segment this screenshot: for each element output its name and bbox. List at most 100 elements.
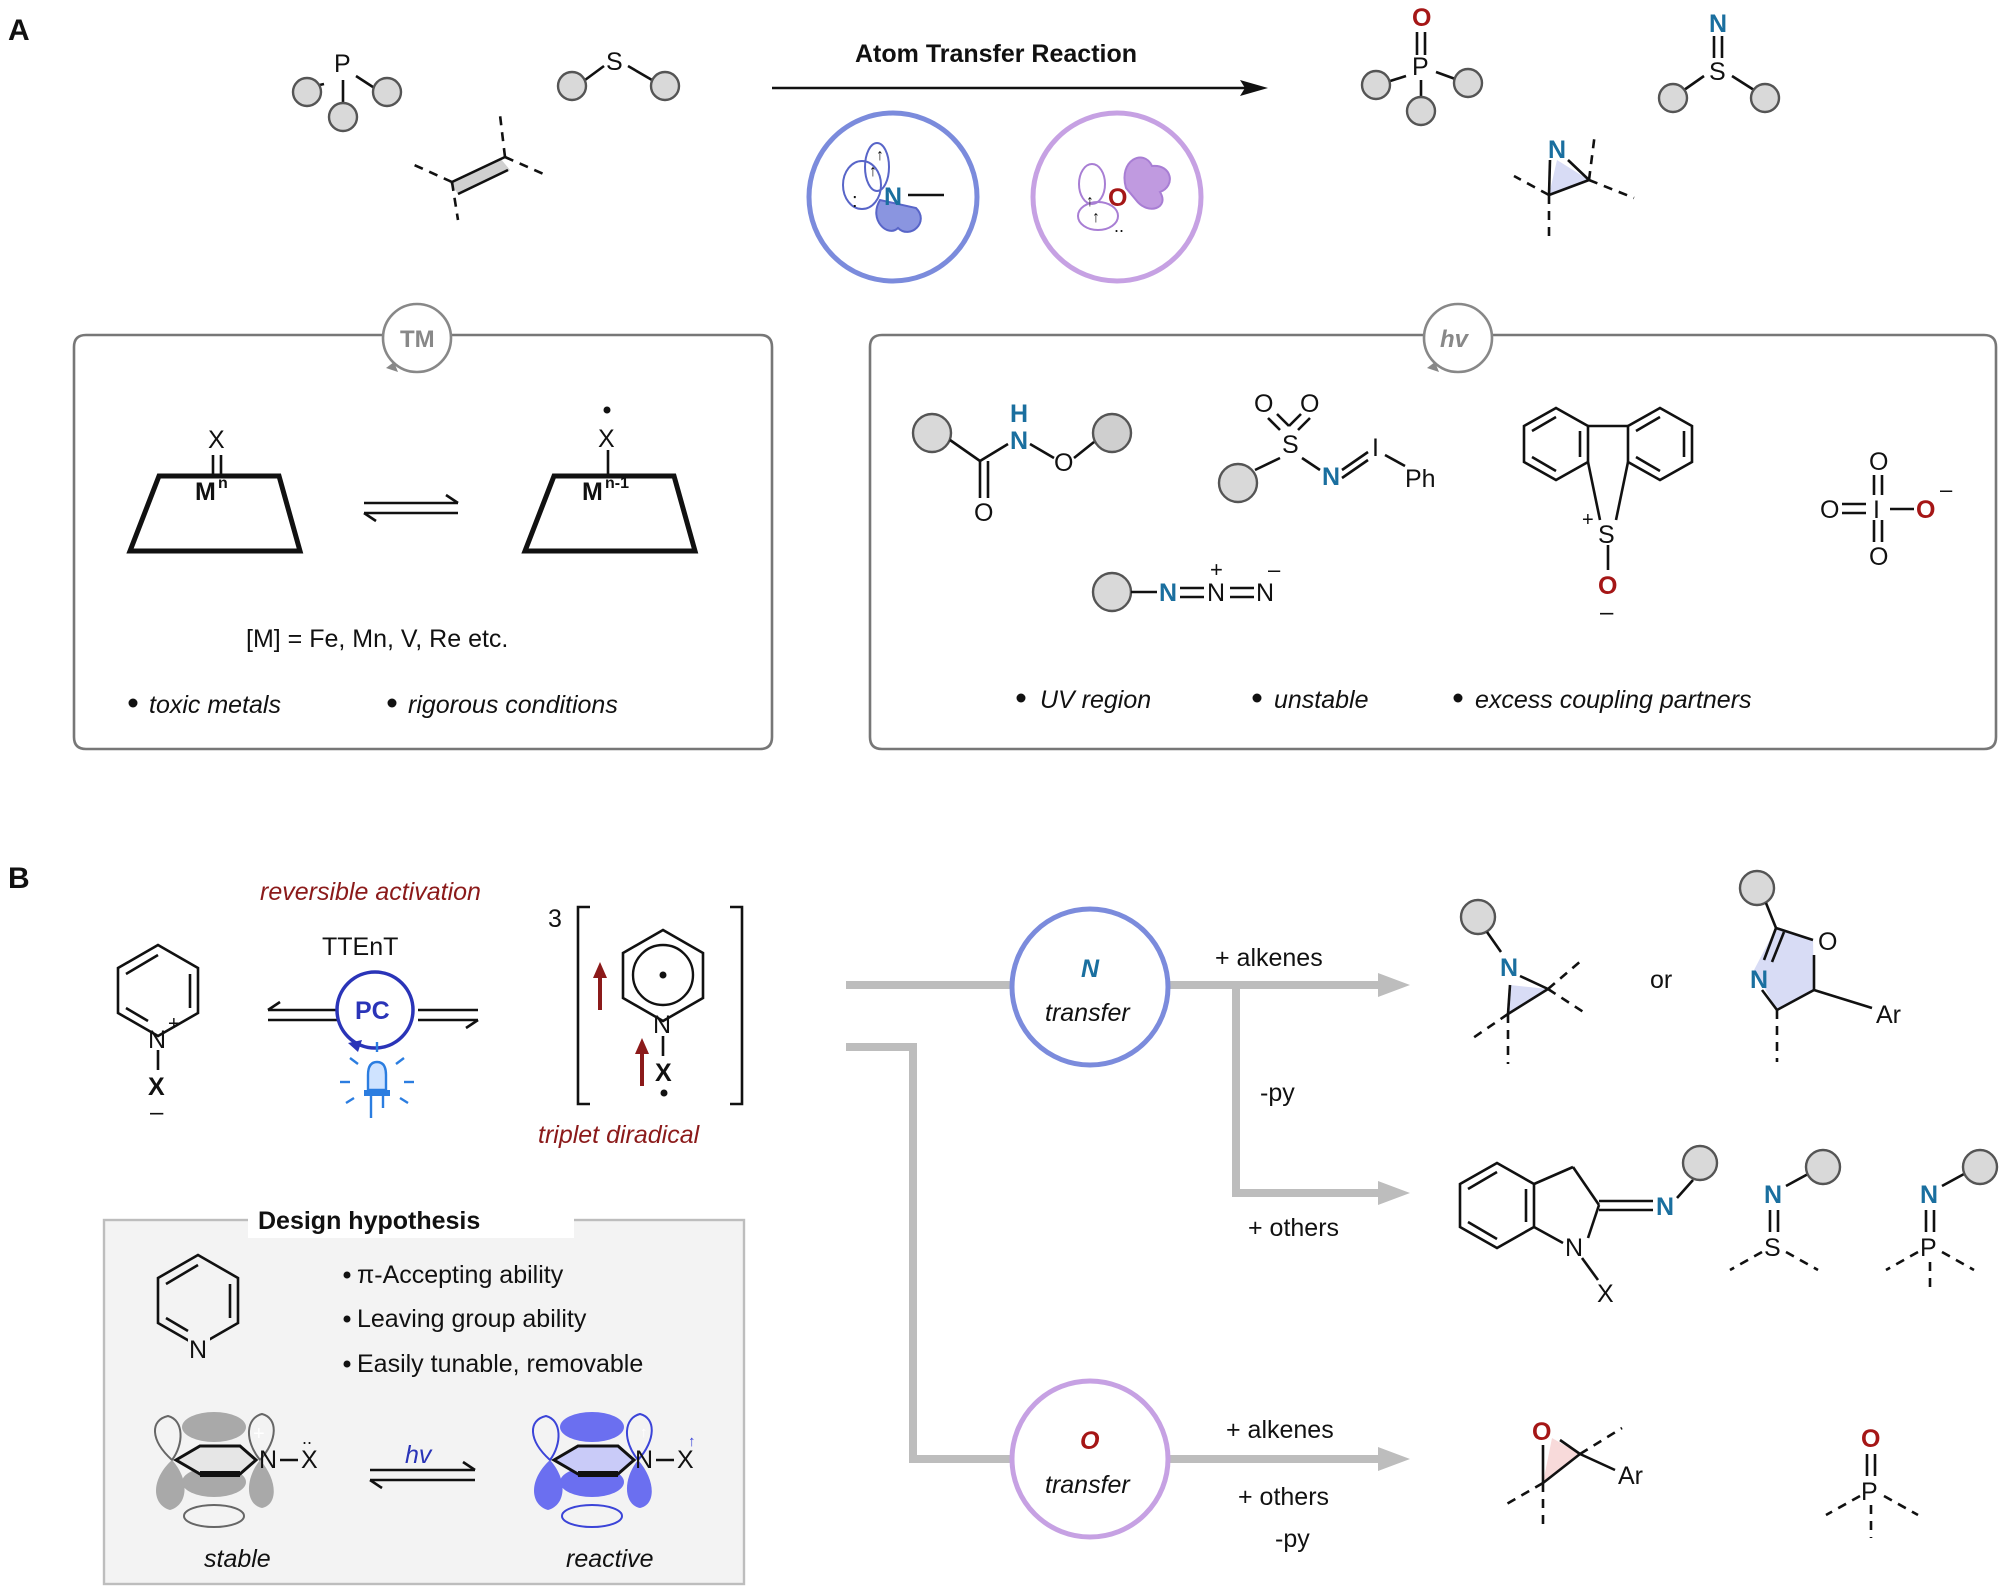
triplet-n: N [653,1011,671,1039]
n-transfer-atom: N [1081,955,1100,983]
sulfoxide-o: O [1598,572,1617,600]
hypothesis-3: Easily tunable, removable [357,1350,643,1378]
tm-m-right-sup: n-1 [605,475,629,492]
sulfoxide-s: S [1598,521,1615,549]
sulfonyl-o1: O [1254,390,1273,418]
periodate-o-top: O [1869,448,1888,476]
aziridine-b-n: N [1500,954,1518,982]
reactive-label: reactive [566,1545,654,1573]
product-sulfilimine-n: N [1709,10,1727,38]
amidine-n-exo: N [1656,1193,1674,1221]
svg-text:↑: ↑ [688,1433,696,1450]
oxazoline-product: O N Ar [1738,869,1901,1062]
o-alkenes-label: + alkenes [1226,1416,1334,1444]
o-py-label: -py [1275,1525,1310,1553]
sulfilimine-b-n: N [1764,1181,1782,1209]
o-others-label: + others [1238,1483,1329,1511]
stable-plus: + [253,1423,265,1445]
sulfilimine-product: N S [1657,10,1781,114]
svg-text:..: .. [302,1428,312,1448]
atom-transfer-arrow: Atom Transfer Reaction [772,40,1268,96]
triplet-x: X [655,1059,672,1087]
n-alkenes-label: + alkenes [1215,944,1323,972]
stable-n: N [259,1446,277,1474]
periodate-minus: – [1940,477,1953,502]
sulfonyl-o2: O [1300,390,1319,418]
oxazoline-ar: Ar [1876,1001,1901,1029]
hydroxamate-o2: O [974,499,993,527]
reactive-n: N [635,1446,653,1474]
phosphine-oxide-product-b: O P [1825,1425,1919,1538]
tm-m-left: M [195,478,216,506]
pyridinium-minus: – [150,1099,164,1126]
hv-badge: hv [1440,326,1470,353]
iminoiodinane-i: I [1372,434,1379,462]
alkene-reactant [411,114,549,221]
azide-n1: N [1159,579,1177,607]
hydroxamate-o1: O [1054,449,1073,477]
design-hypothesis-title: Design hypothesis [258,1207,480,1235]
periodate-o-left: O [1820,496,1839,524]
iminoiodinane-n: N [1322,463,1340,491]
pyridinium-plus: + [168,1013,180,1035]
pyridinium-n: N [148,1026,166,1054]
oxazoline-n: N [1750,966,1768,994]
ttent-label: TTEnT [322,933,398,961]
epoxide-ar: Ar [1618,1462,1643,1490]
sulfoxide-plus: + [1582,509,1594,531]
atom-transfer-title: Atom Transfer Reaction [855,40,1137,68]
n-py-label: -py [1260,1079,1295,1107]
tm-bullet-1: toxic metals [149,691,281,719]
stable-x: X [301,1446,318,1474]
svg-text:↑: ↑ [640,1424,648,1441]
tm-m-left-sup: n [218,475,228,492]
periodate-o-right: O [1916,496,1935,524]
o-transfer-atom: O [1080,1427,1100,1455]
pyridinium-x: X [148,1073,165,1101]
product-oxide-o: O [1412,4,1431,32]
svg-text:↑: ↑ [869,163,877,180]
tm-x-left: X [208,426,225,454]
azide-plus: + [1210,557,1223,582]
iminophosphorane-p: P [1920,1234,1937,1262]
tm-bullet-2: rigorous conditions [408,691,618,719]
tm-box: TM X M n X M n-1 [M] = Fe, Mn, V, Re etc… [72,302,774,751]
n-transfer-circle: N transfer [1009,906,1171,1068]
azide-minus: – [1268,557,1281,582]
photocatalyst-equilibrium: TTEnT PC [267,933,479,1118]
panel-label-a: A [8,14,30,47]
azide-n2: N [1207,579,1225,607]
tm-badge: TM [400,326,435,353]
phosphine-oxide-b-p: P [1861,1478,1878,1506]
triplet-diradical: 3 N X triplet diradical [538,905,744,1149]
amidine-n-ring: N [1565,1234,1583,1262]
triplet-superscript: 3 [548,905,562,933]
nitrene-n: N [884,183,902,211]
product-aziridine-n: N [1548,136,1566,164]
or-label: or [1650,966,1672,994]
iminoiodinane-ph: Ph [1405,465,1436,493]
svg-text:..: .. [1114,216,1124,236]
nitrene-orbital-circle: ↑ ↑ : N [806,110,980,284]
hydroxamate-n: N [1010,427,1028,455]
sulfonyl-s: S [1282,431,1299,459]
svg-text:↑: ↑ [1086,193,1094,210]
n-others-label: + others [1248,1214,1339,1242]
pc-label: PC [355,997,390,1025]
tm-x-right: X [598,425,615,453]
hv-bullet-2: unstable [1274,686,1369,714]
phosphine-oxide-b-o: O [1861,1425,1880,1453]
svg-text::: : [852,190,858,212]
amidine-x: X [1597,1280,1614,1308]
stable-label: stable [204,1545,271,1573]
o-transfer-word: transfer [1045,1471,1131,1499]
sulfide-s: S [606,48,623,76]
hydroxamate-h: H [1010,400,1028,428]
svg-text:↑: ↑ [1092,209,1100,226]
tm-m-right: M [582,478,603,506]
panel-label-b: B [8,862,30,895]
hypothesis-2: Leaving group ability [357,1305,587,1333]
periodate-o-bot: O [1869,543,1888,571]
oxygen-o: O [1108,184,1127,212]
